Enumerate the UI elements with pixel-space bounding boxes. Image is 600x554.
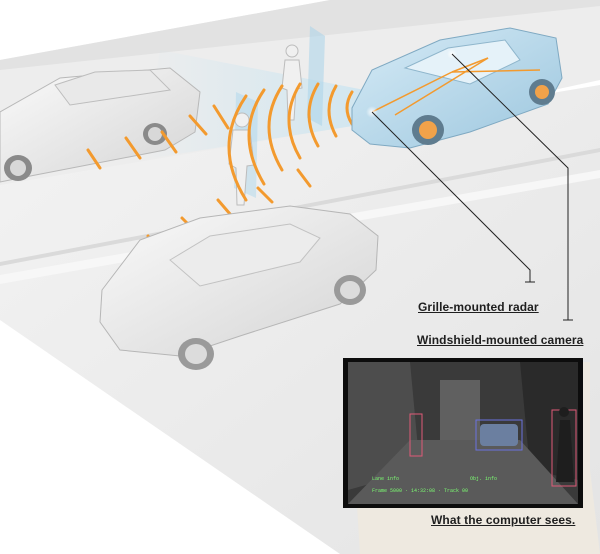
foreground-coupe — [99, 205, 379, 370]
hud-object-readout: Obj. info — [470, 476, 498, 482]
radar-waves — [227, 82, 354, 202]
sensor-car — [351, 27, 563, 149]
pedestrian-upper — [281, 44, 303, 121]
parked-sedan — [0, 67, 201, 183]
hud-lane-readout: Lane info — [372, 476, 400, 482]
radar-callout-leader — [371, 111, 535, 283]
pedestrian-lower — [228, 112, 255, 206]
radar-callout-label: Grille-mounted radar — [418, 300, 539, 314]
computer-view-caption: What the computer sees. — [431, 513, 576, 527]
camera-callout-leader — [451, 53, 573, 321]
sensor-beam — [140, 50, 390, 160]
vehicle-detection-box — [475, 419, 523, 451]
computer-view-panel — [343, 358, 600, 554]
camera-callout-label: Windshield-mounted camera — [417, 333, 584, 347]
pedestrian-detection-box-left — [409, 413, 423, 457]
hud-frame-readout: Frame 5000 · 14:32:08 · Track 00 — [372, 488, 469, 494]
